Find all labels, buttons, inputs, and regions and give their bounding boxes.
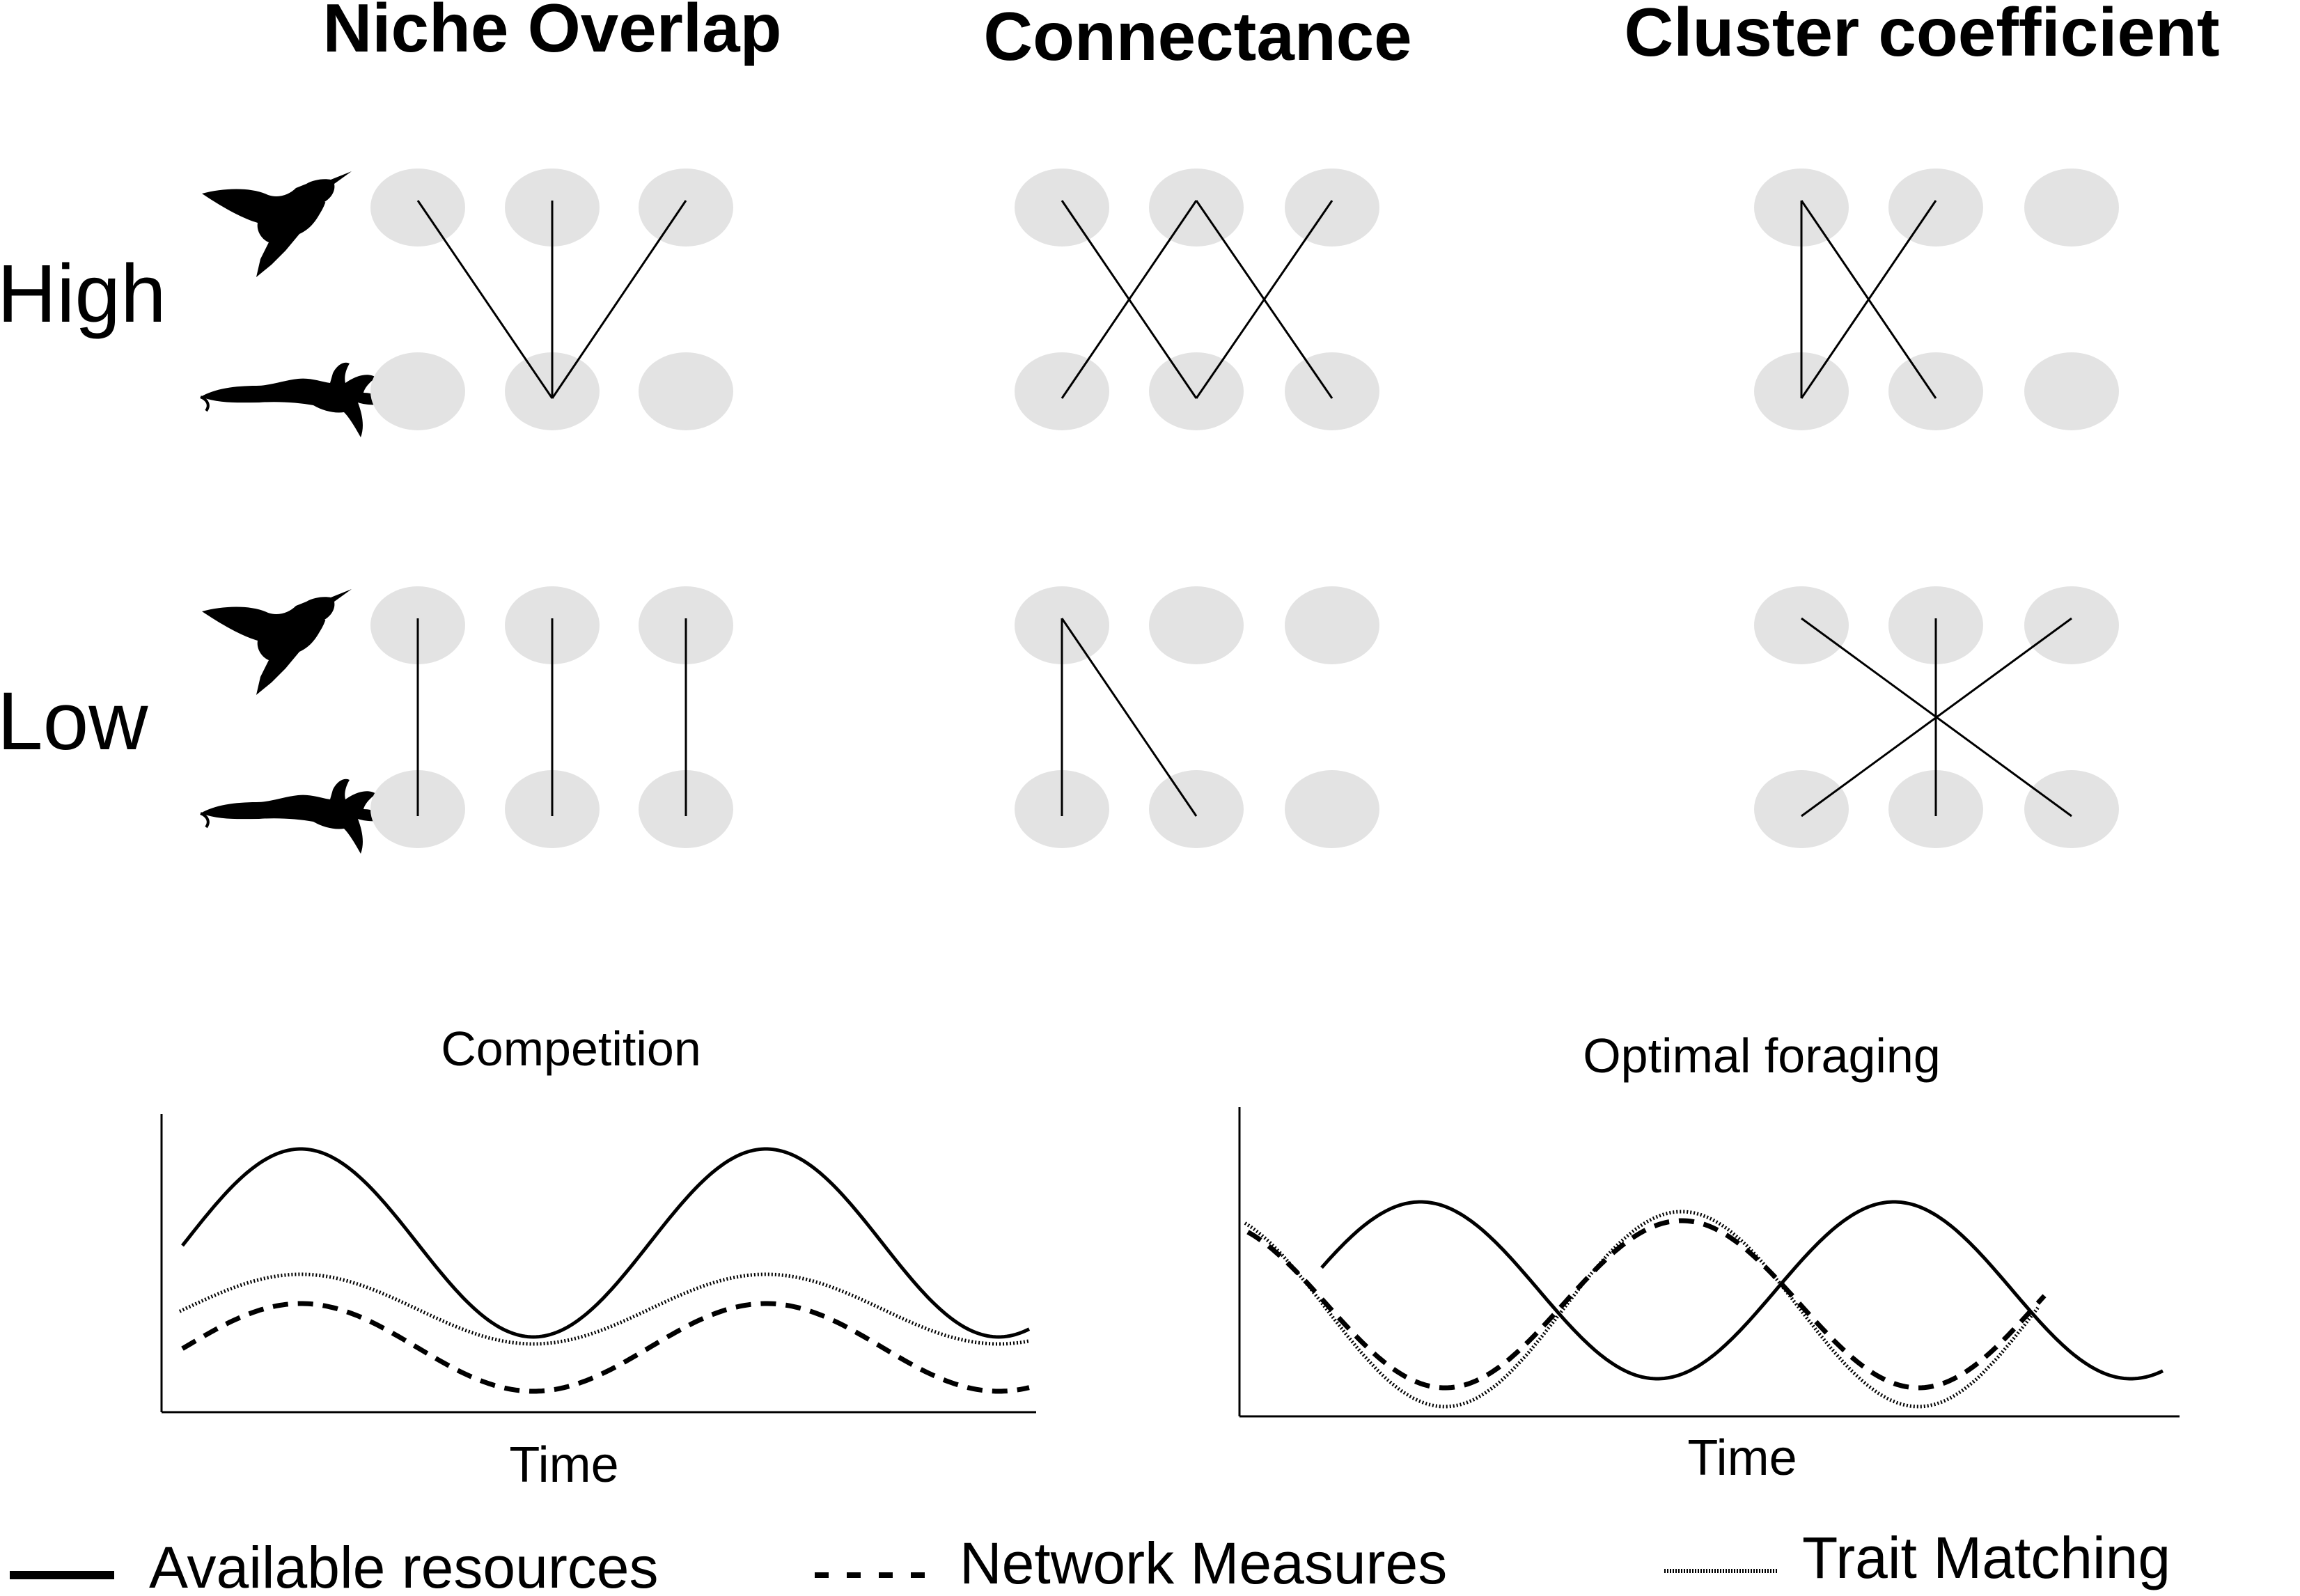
interaction-link bbox=[1800, 200, 1937, 399]
network-cluster-coefficient-low bbox=[1754, 586, 2119, 848]
series-network-measures bbox=[181, 1301, 1030, 1394]
pollinator-node bbox=[2024, 586, 2119, 664]
plant-node bbox=[1888, 352, 1983, 430]
plant-node bbox=[1149, 352, 1244, 430]
plant-node bbox=[1015, 352, 1109, 430]
flower-icon bbox=[199, 361, 387, 439]
pollinator-node bbox=[1149, 586, 1244, 664]
chart-axes-optimal-foraging bbox=[1238, 1107, 2180, 1418]
interaction-link bbox=[1061, 200, 1198, 399]
pollinator-node bbox=[2024, 169, 2119, 247]
pollinator-node bbox=[1754, 586, 1849, 664]
flower-icon bbox=[199, 777, 387, 855]
x-axis-label-optimal-foraging: Time bbox=[1687, 1430, 1797, 1486]
series-available-resources bbox=[1320, 1200, 2164, 1381]
row-label-high: High bbox=[0, 248, 166, 340]
chart-axes-competition bbox=[160, 1114, 1036, 1414]
hummingbird-icon bbox=[201, 170, 353, 279]
column-title-connectance: Connectance bbox=[983, 0, 1411, 75]
series-trait-matching bbox=[1244, 1210, 2040, 1409]
series-available-resources bbox=[181, 1147, 1031, 1339]
interaction-link bbox=[1061, 618, 1198, 817]
pollinator-node bbox=[1015, 169, 1109, 247]
plant-node bbox=[370, 352, 465, 430]
column-title-niche-overlap: Niche Overlap bbox=[322, 0, 781, 66]
plant-node bbox=[1285, 770, 1379, 848]
interaction-link bbox=[1801, 617, 2072, 817]
network-panels bbox=[370, 169, 2119, 848]
series-trait-matching bbox=[178, 1272, 1030, 1346]
network-cluster-coefficient-high bbox=[1754, 169, 2119, 430]
network-niche-overlap-high bbox=[370, 169, 733, 430]
legend-label-network-measures: Network Measures bbox=[960, 1531, 1447, 1596]
pollinator-node bbox=[1888, 169, 1983, 247]
chart-title-optimal-foraging: Optimal foraging bbox=[1583, 1028, 1941, 1083]
plant-node bbox=[1754, 770, 1849, 848]
legend-label-available-resources: Available resources bbox=[149, 1535, 659, 1596]
legend: Available resources Network Measures Tra… bbox=[10, 1525, 2170, 1596]
plant-node bbox=[1149, 770, 1244, 848]
pollinator-node bbox=[639, 169, 733, 247]
pollinator-node bbox=[370, 169, 465, 247]
interaction-link bbox=[1195, 200, 1333, 399]
legend-label-trait-matching: Trait Matching bbox=[1802, 1525, 2170, 1590]
network-connectance-high bbox=[1015, 169, 1379, 430]
chart-title-competition: Competition bbox=[441, 1022, 701, 1076]
interaction-link bbox=[551, 200, 687, 399]
series-network-measures bbox=[1246, 1218, 2047, 1391]
plant-node bbox=[2024, 352, 2119, 430]
pollinator-node bbox=[1149, 169, 1244, 247]
interaction-link bbox=[416, 200, 554, 399]
network-connectance-low bbox=[1015, 586, 1379, 848]
pollinator-node bbox=[1285, 169, 1379, 247]
row-label-low: Low bbox=[0, 675, 148, 767]
column-title-cluster-coefficient: Cluster coefficient bbox=[1625, 0, 2220, 70]
hummingbird-icon bbox=[201, 588, 353, 696]
plant-node bbox=[1285, 352, 1379, 430]
pollinator-node bbox=[1285, 586, 1379, 664]
network-niche-overlap-low bbox=[370, 586, 733, 848]
plant-node bbox=[639, 352, 733, 430]
x-axis-label-competition: Time bbox=[509, 1437, 618, 1493]
plant-node bbox=[2024, 770, 2119, 848]
chart-series bbox=[178, 1147, 2164, 1409]
